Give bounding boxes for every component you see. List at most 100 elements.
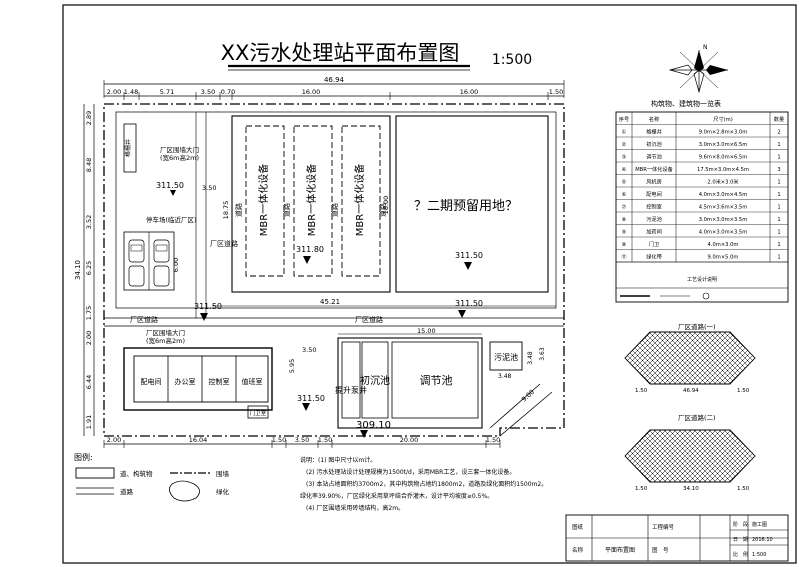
dim-left: 1.91 (85, 415, 93, 429)
svg-text:311.50: 311.50 (156, 181, 184, 190)
mbr-unit-2 (293, 125, 333, 277)
phase2-label: ？二期预留用地？ (414, 199, 518, 214)
dim-left: 6.25 (85, 261, 93, 275)
room-dist: 配电间 (141, 377, 162, 386)
note-2: (2) 污水处理站设计处理规模为1500t/d，采用MBR工艺，设三套一体化设备… (306, 468, 515, 476)
table-cell: 3 (777, 167, 780, 173)
dim-left: 34.10 (74, 260, 82, 280)
dim-process-3: 5.95 (288, 359, 296, 373)
road-label: 道路 (234, 203, 243, 217)
parking-label: 停车场(临近厂区) (146, 215, 197, 224)
dim-road-length: 45.21 (320, 298, 340, 306)
table-cell: 1 (777, 142, 780, 148)
table-cell: ⑩ (622, 242, 627, 248)
dim-left: 6.44 (85, 375, 93, 389)
elevation-marker-4: 311.50 (194, 302, 222, 321)
hatch-pattern (625, 430, 755, 482)
dim-bottom: 1.50 (272, 436, 286, 444)
table-footer: 工艺设计说明 (687, 276, 717, 283)
dim-top-seg: 16.00 (460, 88, 479, 96)
dim-bottom: 3.50 (295, 436, 309, 444)
elevation-marker-bottom: 309.10 (356, 420, 391, 438)
table-header-cell: 数量 (774, 115, 784, 123)
note-1: 说明：(1) 图中尺寸以m计。 (300, 456, 376, 464)
table-cell: 1 (777, 155, 780, 161)
dim-bottom: 1.50 (318, 436, 332, 444)
top-dimension-ticks (123, 92, 549, 100)
tb-number-label: 图 号 (652, 546, 669, 554)
dim-sludge: 3.48 (527, 351, 534, 365)
table-title: 构筑物、建筑物一览表 (651, 99, 721, 108)
dim-parking: 6.00 (172, 258, 180, 272)
note-3: (3) 本站占地面积约3700m2，其中构筑物占地约1800m2，道路及绿化面积… (306, 480, 547, 488)
note-5: (4) 厂区围墙采用砖墙结构，高2m。 (306, 504, 404, 512)
legend-swatch-green (169, 480, 200, 502)
table-cell: ⑧ (622, 217, 627, 223)
dim-diagonal: 9.00 (520, 388, 536, 404)
table-header-cell: 名称 (649, 115, 659, 123)
gate-mid-label: 厂区围墙大门 (146, 328, 185, 337)
table-cell: 3.0m×3.0m×6.5m (699, 142, 748, 148)
mbr-label-2: MBR一体化设备 (305, 164, 318, 236)
table-cell: ⑤ (622, 180, 627, 186)
table-cell: ④ (622, 167, 627, 173)
elevation-marker-3: 311.50 (455, 251, 483, 270)
dim-left: 2.89 (85, 111, 93, 125)
table-cell: 9.0m×5.0m (708, 255, 739, 261)
mbr-label-1: MBR一体化设备 (257, 164, 270, 236)
road-section-1-title: 厂区道路(一) (678, 322, 716, 331)
svg-text:311.50: 311.50 (455, 299, 483, 308)
dim-left: 1.75 (85, 306, 93, 320)
grit-label: 格栅井 (124, 139, 132, 157)
pump-label: 提升泵井 (335, 385, 367, 395)
equalize-label: 调节池 (420, 374, 453, 387)
table-cell: ⑥ (622, 192, 627, 198)
table-cell: MBR一体化设备 (635, 165, 673, 173)
tb-ratio-value: 1:500 (752, 552, 766, 558)
road-label-factory: 厂区道路 (210, 239, 238, 248)
drawing-scale: 1:500 (492, 52, 532, 68)
note-4: 绿化率39.90%，厂区绿化采用草坪结合乔灌木，设计平均坡度≥0.5%。 (300, 492, 493, 500)
road-label: 道路 (282, 203, 291, 217)
road-section-2-dim: 34.10 (683, 486, 699, 492)
guard-house (247, 405, 269, 419)
mbr-unit-1 (245, 125, 285, 277)
dim-top-seg: 2.00 (107, 88, 121, 96)
table-cell: ⑨ (622, 230, 627, 236)
hatch-pattern (625, 332, 755, 384)
room-office: 办公室 (175, 377, 196, 386)
road-section-1-dim: 1.50 (737, 388, 750, 394)
road-label: 道路 (378, 203, 387, 217)
tb-project-label: 工程编号 (652, 523, 675, 531)
dim-top-seg: 5.71 (160, 88, 174, 96)
road-section-2-title: 厂区道路(二) (678, 413, 716, 422)
elevation-marker-6: 311.50 (297, 394, 325, 411)
table-cell: 4.0m×3.0m×4.5m (699, 192, 748, 198)
table-cell: 1 (777, 205, 780, 211)
legend-title: 图例: (74, 452, 93, 462)
table-cell: 17.5m×3.0m×4.5m (697, 167, 749, 173)
tb-stage-label: 阶 段 (733, 521, 748, 528)
primary-label: 初沉池 (360, 374, 390, 387)
room-control: 控制室 (209, 377, 230, 386)
table-cell: ⑦ (622, 205, 627, 211)
equalization-tank (391, 341, 479, 419)
road-label: 道路 (330, 203, 339, 217)
legend-building: 道、构筑物 (120, 469, 153, 478)
elevation-marker-5: 311.50 (455, 299, 483, 318)
mbr-label-3: MBR一体化设备 (353, 164, 366, 236)
table-cell: ② (622, 142, 627, 148)
svg-text:311.50: 311.50 (455, 251, 483, 260)
tb-name-label: 名称 (572, 546, 584, 554)
table-cell: 调节池 (646, 153, 662, 161)
table-cell: ③ (622, 155, 627, 161)
road-section-2 (624, 429, 756, 483)
section-outline (624, 429, 756, 483)
tb-drawing-label: 图纸 (572, 523, 584, 531)
section-outline (624, 331, 756, 385)
svg-text:N: N (703, 44, 708, 51)
dim-left: 8.48 (85, 158, 93, 172)
pump-well (341, 341, 361, 419)
